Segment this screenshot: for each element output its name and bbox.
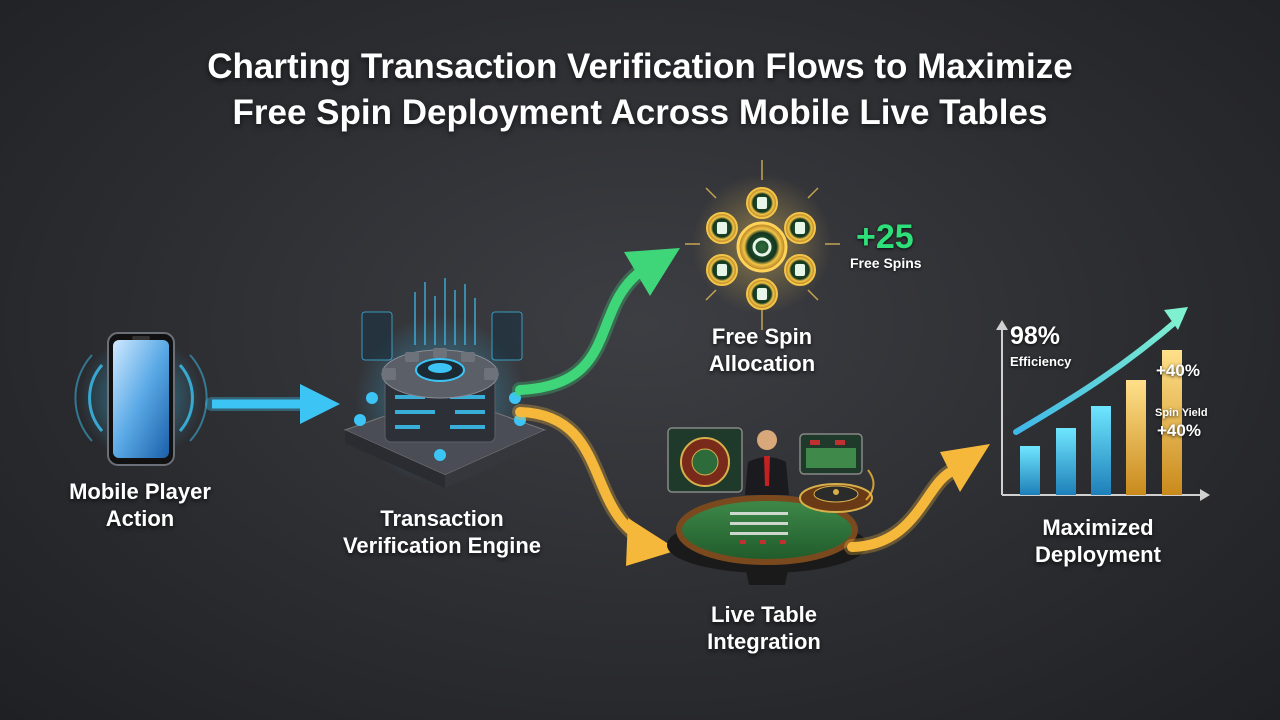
node-live-table-integration: Live Table Integration xyxy=(664,601,864,655)
coin-cluster-icon xyxy=(685,160,840,330)
title-line-2: Free Spin Deployment Across Mobile Live … xyxy=(232,93,1048,132)
node-engine-line-1: Transaction xyxy=(380,506,504,531)
node-live-table-line-2: Integration xyxy=(707,629,821,654)
efficiency-value: 98% xyxy=(1010,322,1061,350)
arrow-to-engine xyxy=(205,384,340,424)
node-mobile-line-1: Mobile Player xyxy=(69,479,211,504)
node-mobile-line-2: Action xyxy=(105,506,175,531)
node-maximized-deployment: Maximized Deployment xyxy=(998,514,1198,568)
spin-yield-label: Spin Yield xyxy=(1155,407,1208,419)
node-verification-engine: Transaction Verification Engine xyxy=(312,505,572,559)
free-spins-label: Free Spins xyxy=(850,255,922,271)
node-free-spin-line-2: Allocation xyxy=(708,351,816,376)
arrow-to-live-table xyxy=(512,404,678,566)
bar-1 xyxy=(1020,446,1040,495)
node-live-table-line-1: Live Table xyxy=(711,602,817,627)
arrow-to-deployment xyxy=(844,444,990,555)
roulette-table-icon xyxy=(667,427,875,585)
gear-server-icon xyxy=(343,278,547,488)
increase-label-2: +40% xyxy=(1157,421,1201,440)
free-spins-count: +25 xyxy=(856,218,914,256)
smartphone-icon xyxy=(74,332,208,466)
node-free-spin-allocation: Free Spin Allocation xyxy=(662,323,862,377)
node-deployment-line-2: Deployment xyxy=(1035,542,1161,567)
page-title: Charting Transaction Verification Flows … xyxy=(0,44,1280,136)
title-line-1: Charting Transaction Verification Flows … xyxy=(207,47,1073,86)
bar-4 xyxy=(1126,380,1146,495)
bar-5 xyxy=(1162,350,1182,495)
bar-chart-icon xyxy=(996,307,1210,501)
node-deployment-line-1: Maximized xyxy=(1042,515,1154,540)
node-free-spin-line-1: Free Spin xyxy=(711,324,813,349)
bar-2 xyxy=(1056,428,1076,495)
node-engine-line-2: Verification Engine xyxy=(342,533,542,558)
node-mobile-player: Mobile Player Action xyxy=(40,478,240,532)
efficiency-label: Efficiency xyxy=(1010,354,1072,369)
increase-label-1: +40% xyxy=(1156,361,1200,380)
arrow-to-free-spin xyxy=(512,248,680,398)
bar-3 xyxy=(1091,406,1111,495)
trend-arrow xyxy=(1013,315,1183,435)
